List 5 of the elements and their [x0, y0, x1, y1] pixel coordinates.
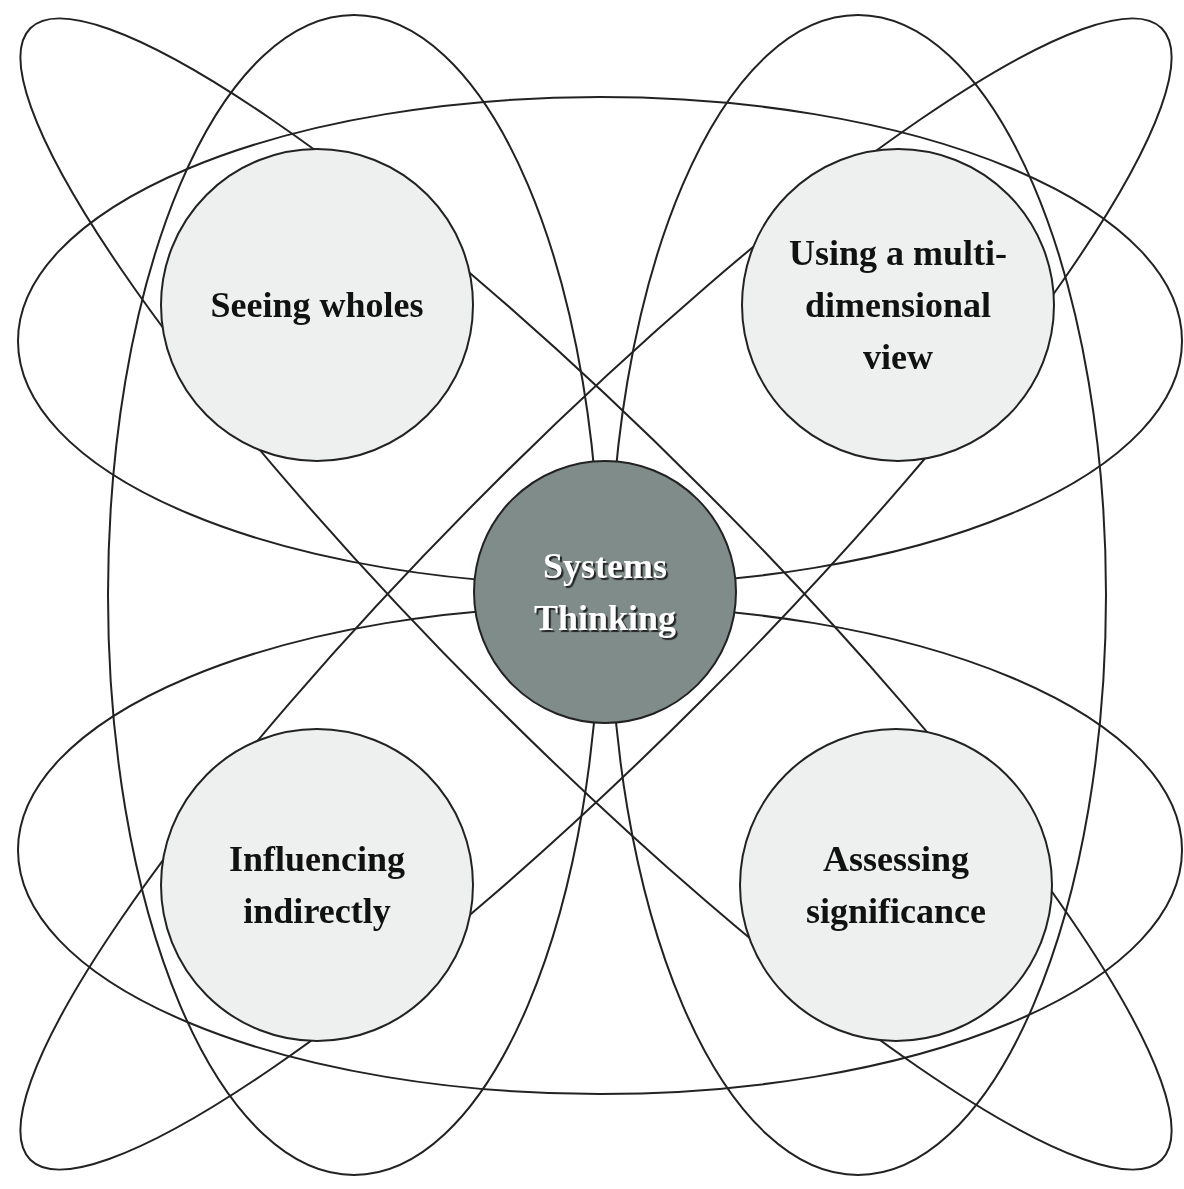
concept-label: Assessing significance [805, 837, 987, 933]
concept-label: Seeing wholes [210, 283, 424, 327]
concept-label: Systems Thinking [532, 544, 678, 640]
concept-label: Influencing indirectly [227, 837, 406, 933]
concept-label: Using a multi-dimensional view [788, 231, 1008, 380]
